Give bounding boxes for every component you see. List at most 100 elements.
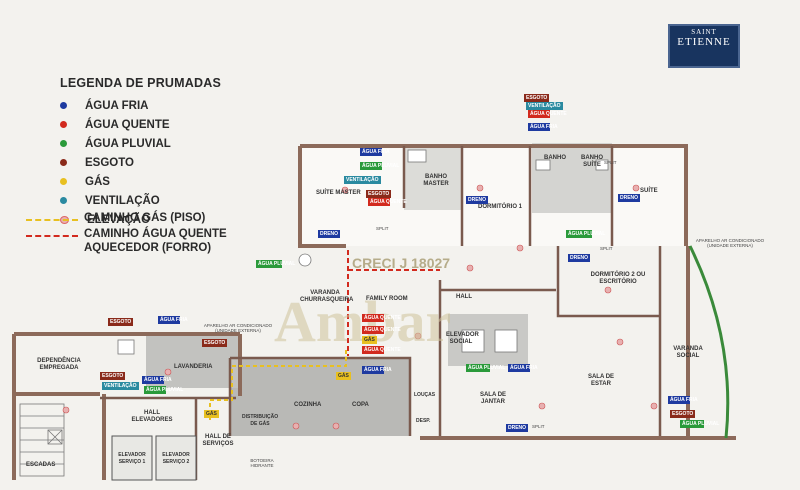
tag-dreno: DRENO	[568, 254, 591, 262]
room-sala-jantar: SALA DE JANTAR	[479, 392, 507, 405]
room-banho: BANHO	[544, 155, 566, 161]
legend-item-ventilacao: VENTILAÇÃO	[60, 191, 171, 210]
tag-dreno: DRENO	[506, 424, 529, 432]
note-split-1: SPLIT	[604, 160, 617, 165]
tag-agua-fria: ÁGUA FRIA	[508, 364, 538, 372]
note-hidrante: BOTOEIRA HIDRANTE	[250, 458, 274, 468]
legend-item-agua-quente: ÁGUA QUENTE	[60, 115, 171, 134]
note-split-2: SPLIT	[376, 226, 389, 231]
tag-esgoto: ESGOTO	[524, 94, 550, 102]
tag-agua-pluvial: ÁGUA PLUVIAL	[680, 420, 720, 428]
stairs-grid	[19, 403, 65, 477]
legend-dot	[60, 178, 67, 185]
room-elevador-servico-1: ELEVADOR SERVIÇO 1	[118, 452, 146, 465]
legend-gas-path: CAMINHO GÁS (PISO)	[26, 212, 205, 224]
tag-gas: GÁS	[336, 372, 351, 380]
tag-agua-quente: ÁGUA QUENTE	[362, 326, 401, 334]
watermark-creci: CRECI J 18027	[352, 255, 451, 271]
fixtures	[117, 149, 609, 355]
tag-agua-fria: ÁGUA FRIA	[158, 316, 188, 324]
tag-agua-fria: ÁGUA FRIA	[528, 123, 558, 131]
room-dormitorio-1: DORMITÓRIO 1	[478, 204, 523, 210]
legend-dot	[60, 102, 67, 109]
wall-d2	[556, 246, 660, 318]
note-ac-left: APARELHO AR CONDICIONADO (UNIDADE EXTERN…	[203, 323, 273, 333]
tag-agua-fria: ÁGUA FRIA	[360, 148, 390, 156]
room-suite: SUÍTE	[640, 188, 658, 194]
tag-agua-pluvial: ÁGUA PLUVIAL	[466, 364, 506, 372]
legend-item-esgoto: ESGOTO	[60, 153, 171, 172]
room-banho-suite: BANHO SUÍTE	[581, 155, 603, 168]
bath-suite-floor	[532, 143, 612, 213]
tag-ventilacao: VENTILAÇÃO	[102, 382, 139, 390]
legend-item-gas: GÁS	[60, 172, 171, 191]
legend-dot	[60, 159, 67, 166]
tag-agua-fria: ÁGUA FRIA	[668, 396, 698, 404]
gas-path-line	[26, 219, 78, 221]
wall-kitchen	[230, 356, 412, 436]
elevation-markers	[62, 184, 658, 430]
room-elevador-social: ELEVADOR SOCIAL	[446, 332, 479, 345]
room-lavanderia: LAVANDERIA	[174, 364, 213, 370]
note-split-3: SPLIT	[532, 424, 545, 429]
tag-gas: GÁS	[204, 410, 219, 418]
room-cozinha: COZINHA	[294, 402, 322, 408]
tag-agua-pluvial: ÁGUA PLUVIAL	[256, 260, 296, 268]
room-suite-master: SUÍTE MASTER	[316, 190, 361, 196]
tag-agua-fria: ÁGUA FRIA	[142, 376, 172, 384]
tag-agua-pluvial: ÁGUA PLUVIAL	[360, 162, 400, 170]
legend-title: LEGENDA DE PRUMADAS	[60, 76, 221, 90]
tag-esgoto: ESGOTO	[366, 190, 392, 198]
tag-agua-quente: ÁGUA QUENTE	[368, 198, 407, 206]
building-logo: SAINT ETIENNE	[668, 24, 740, 68]
tag-agua-quente: ÁGUA QUENTE	[362, 346, 401, 354]
legend-item-agua-pluvial: ÁGUA PLUVIAL	[60, 134, 171, 153]
tag-dreno: DRENO	[466, 196, 489, 204]
tag-esgoto: ESGOTO	[100, 372, 126, 380]
room-family-room: FAMILY ROOM	[366, 296, 408, 302]
legend-dot	[60, 140, 67, 147]
tag-agua-fria: ÁGUA FRIA	[362, 366, 392, 374]
room-dependencia: DEPENDÊNCIA EMPREGADA	[37, 358, 81, 371]
tag-esgoto: ESGOTO	[202, 339, 228, 347]
room-copa: COPA	[352, 402, 369, 408]
tag-esgoto: ESGOTO	[108, 318, 134, 326]
logo-line-2: ETIENNE	[677, 36, 731, 48]
legend-dot	[60, 197, 67, 204]
room-hall-servicos: HALL DE SERVIÇOS	[202, 434, 234, 447]
tag-agua-pluvial: ÁGUA PLUVIAL	[144, 386, 184, 394]
room-escadas: ESCADAS	[26, 462, 56, 468]
room-elevador-servico-2: ELEVADOR SERVIÇO 2	[162, 452, 190, 465]
room-hall: HALL	[456, 294, 472, 300]
gas-path-route	[209, 350, 347, 420]
tag-dreno: DRENO	[618, 194, 641, 202]
legend-item-agua-fria: ÁGUA FRIA	[60, 96, 171, 115]
tag-agua-pluvial: ÁGUA PLUVIAL	[566, 230, 606, 238]
hot-water-path-route	[347, 250, 440, 356]
hot-path-line	[26, 235, 78, 237]
tag-ventilacao: VENTILAÇÃO	[526, 102, 563, 110]
varanda-glass	[688, 245, 730, 439]
tag-agua-quente: ÁGUA QUENTE	[362, 314, 401, 322]
room-varanda-churrasqueira: VARANDA CHURRASQUEIRA	[300, 290, 354, 303]
tag-ventilacao: VENTILAÇÃO	[344, 176, 381, 184]
room-desp: DESP.	[416, 418, 431, 424]
tag-esgoto: ESGOTO	[670, 410, 696, 418]
logo-line-1: SAINT	[691, 28, 717, 36]
room-varanda-social: VARANDA SOCIAL	[673, 346, 703, 359]
note-split-4: SPLIT	[600, 246, 613, 251]
room-banho-master: BANHO MASTER	[423, 174, 449, 187]
tag-gas: GÁS	[362, 336, 377, 344]
elevator-shafts	[111, 435, 197, 481]
note-ac-top: APARELHO AR CONDICIONADO (UNIDADE EXTERN…	[695, 238, 765, 248]
wall-left-upper	[298, 146, 346, 248]
tag-agua-quente: ÁGUA QUENTE	[528, 110, 567, 118]
room-sala-estar: SALA DE ESTAR	[587, 374, 615, 387]
room-hall-elevadores: HALL ELEVADORES	[131, 410, 173, 423]
legend-dot	[60, 121, 67, 128]
room-dormitorio-2: DORMITÓRIO 2 OU ESCRITÓRIO	[590, 272, 646, 285]
tag-dreno: DRENO	[318, 230, 341, 238]
